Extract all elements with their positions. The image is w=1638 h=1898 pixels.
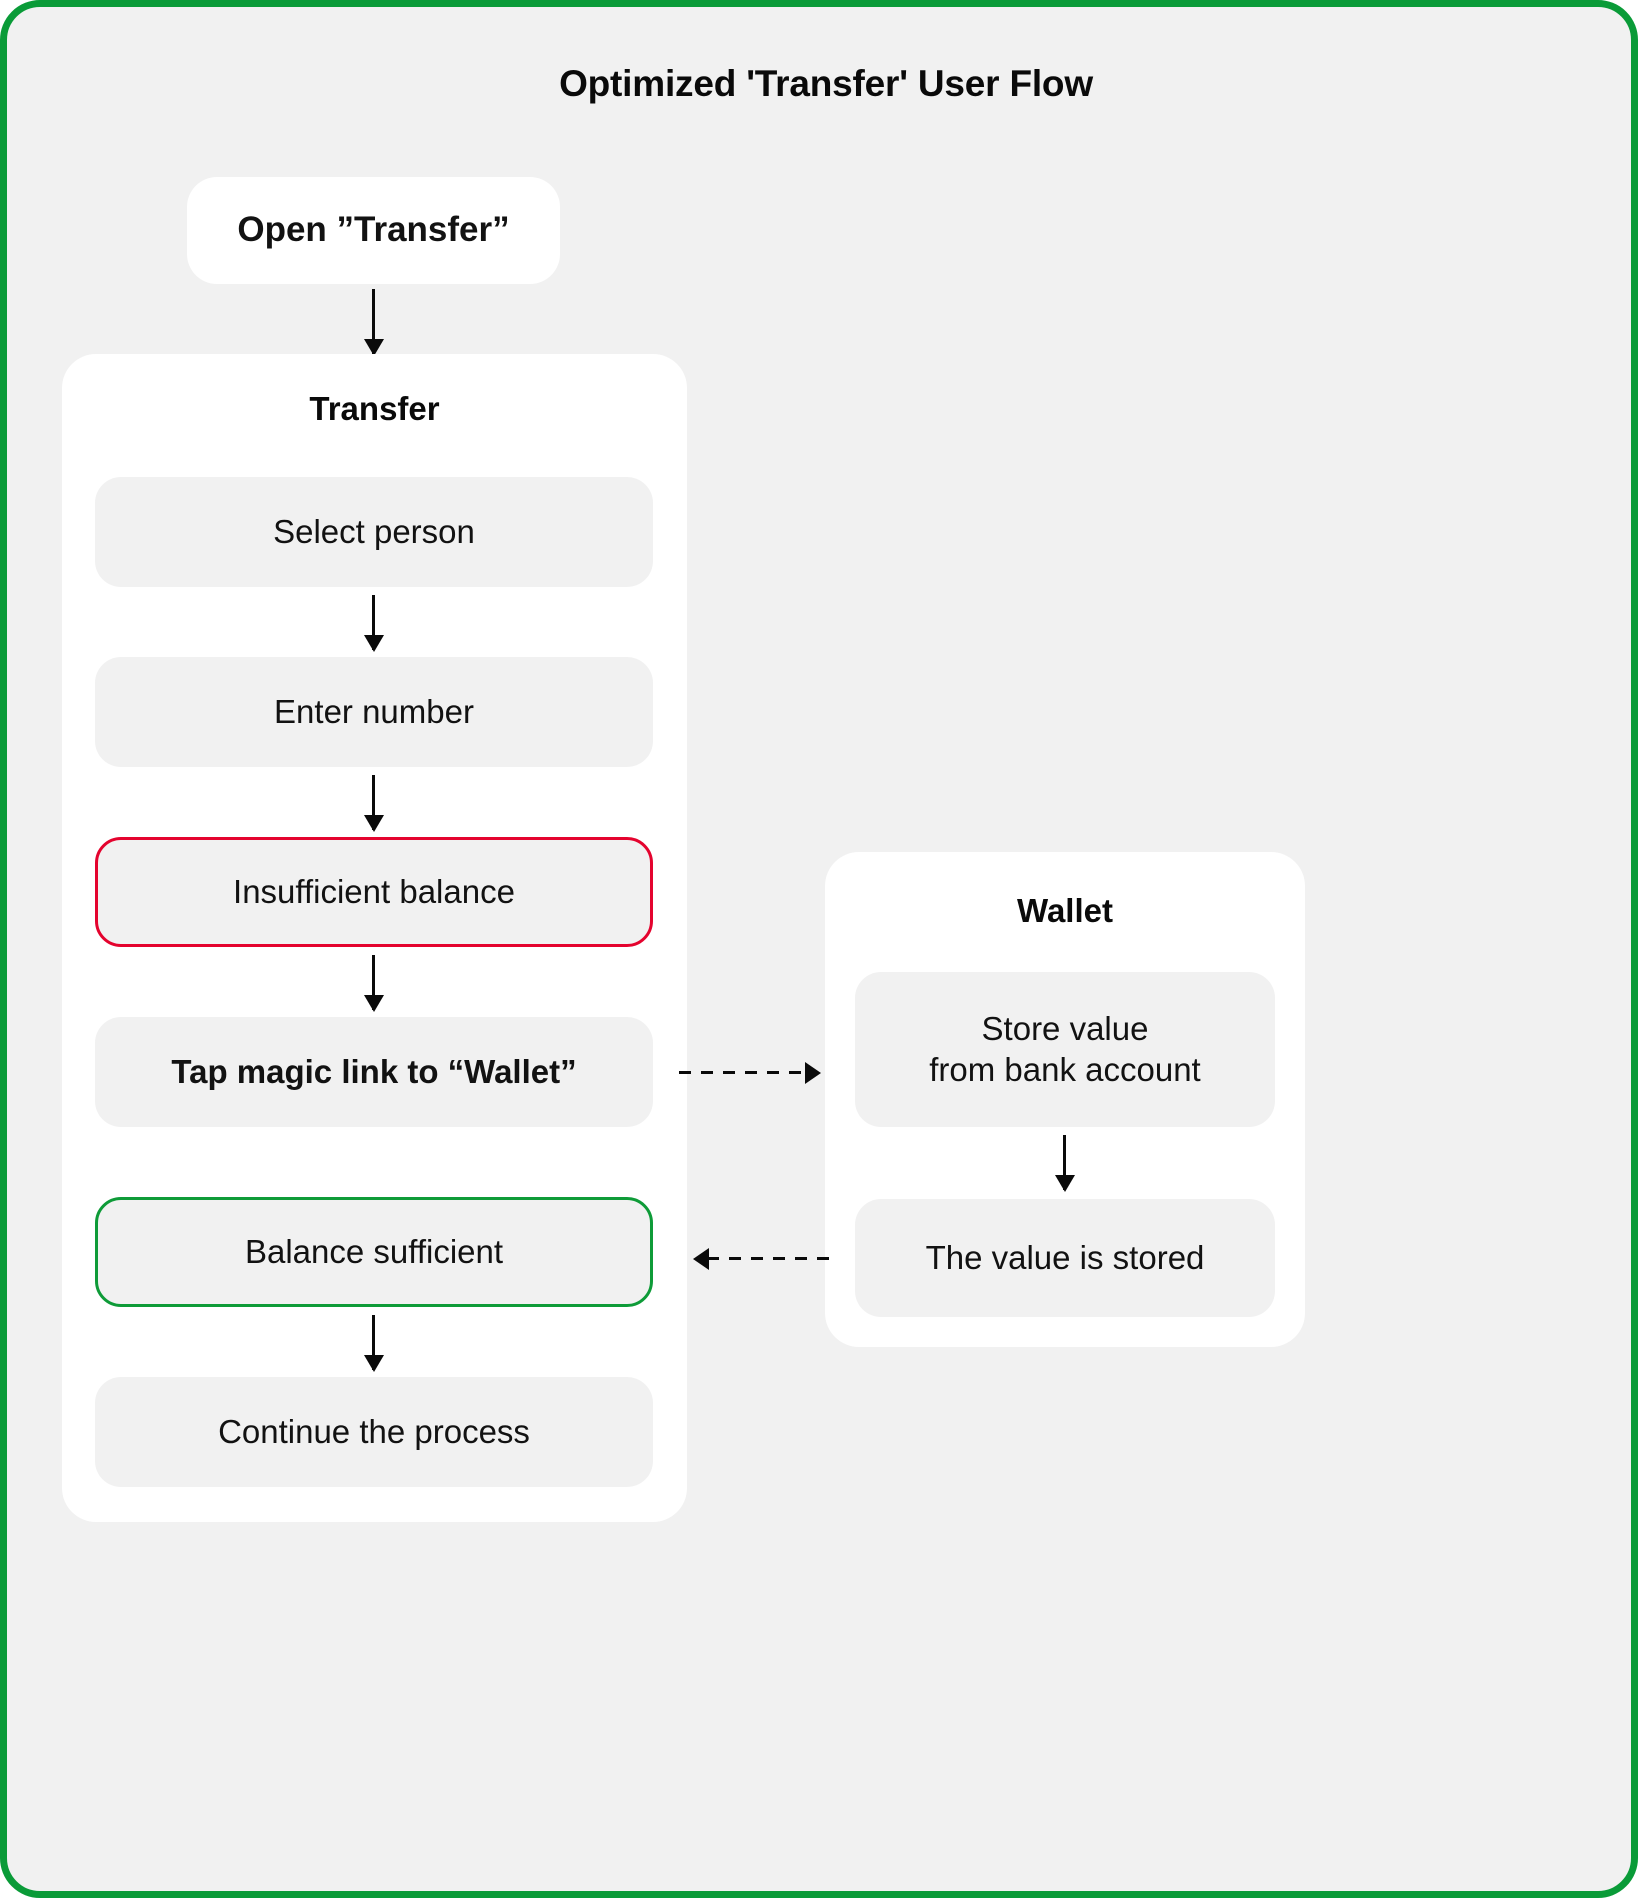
node-select-person[interactable]: Select person [95,477,653,587]
node-store-value-from-bank-account[interactable]: Store value from bank account [855,972,1275,1127]
arrow-head-left-icon [693,1247,709,1270]
arrow-enter-to-insufficient [372,775,375,830]
panel-transfer-title: Transfer [309,390,440,427]
arrow-head-right-icon [805,1061,821,1084]
arrow-open-to-transfer [372,289,375,354]
arrow-wallet-to-balance-sufficient [693,1247,837,1270]
arrow-select-to-enter [372,595,375,650]
arrow-store-to-stored [1063,1135,1066,1190]
arrow-insufficient-to-magic-link [372,955,375,1010]
node-insufficient-balance[interactable]: Insufficient balance [95,837,653,947]
node-store-value-line2: from bank account [929,1050,1201,1088]
node-balance-sufficient[interactable]: Balance sufficient [95,1197,653,1307]
node-store-value-line1: Store value [981,1010,1149,1048]
page-title: Optimized 'Transfer' User Flow [559,63,1093,104]
panel-wallet-title: Wallet [1017,892,1113,929]
node-tap-magic-link[interactable]: Tap magic link to “Wallet” [95,1017,653,1127]
arrow-magic-link-to-wallet [679,1061,821,1084]
node-open-transfer[interactable]: Open ”Transfer” [187,177,560,284]
node-enter-number[interactable]: Enter number [95,657,653,767]
node-continue-the-process[interactable]: Continue the process [95,1377,653,1487]
node-the-value-is-stored[interactable]: The value is stored [855,1199,1275,1317]
arrow-sufficient-to-continue [372,1315,375,1370]
